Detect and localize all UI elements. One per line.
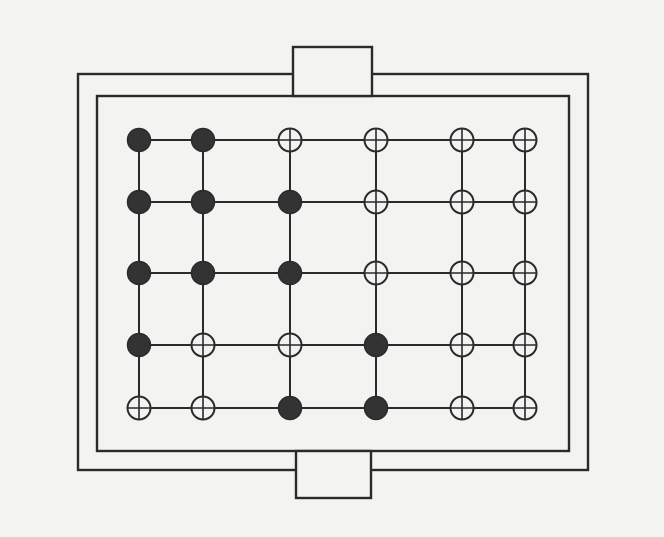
white-stone — [512, 395, 538, 421]
white-stone — [363, 189, 389, 215]
white-stone — [363, 260, 389, 286]
black-stone — [277, 189, 303, 215]
board-stones — [126, 127, 538, 421]
black-stone — [363, 395, 389, 421]
white-stone — [449, 332, 475, 358]
black-stone — [126, 332, 152, 358]
white-stone — [449, 189, 475, 215]
white-stone — [449, 260, 475, 286]
black-stone — [126, 260, 152, 286]
white-stone — [449, 395, 475, 421]
white-stone — [277, 332, 303, 358]
white-stone — [126, 395, 152, 421]
white-stone — [449, 127, 475, 153]
black-stone — [277, 260, 303, 286]
black-stone — [363, 332, 389, 358]
white-stone — [190, 395, 216, 421]
top-tab — [291, 45, 374, 98]
white-stone — [512, 189, 538, 215]
black-stone — [190, 189, 216, 215]
black-stone — [277, 395, 303, 421]
board-frame — [76, 45, 590, 500]
bottom-tab — [294, 449, 373, 500]
white-stone — [512, 127, 538, 153]
white-stone — [512, 332, 538, 358]
black-stone — [126, 189, 152, 215]
white-stone — [512, 260, 538, 286]
black-stone — [126, 127, 152, 153]
white-stone — [277, 127, 303, 153]
white-stone — [190, 332, 216, 358]
black-stone — [190, 127, 216, 153]
white-stone — [363, 127, 389, 153]
black-stone — [190, 260, 216, 286]
